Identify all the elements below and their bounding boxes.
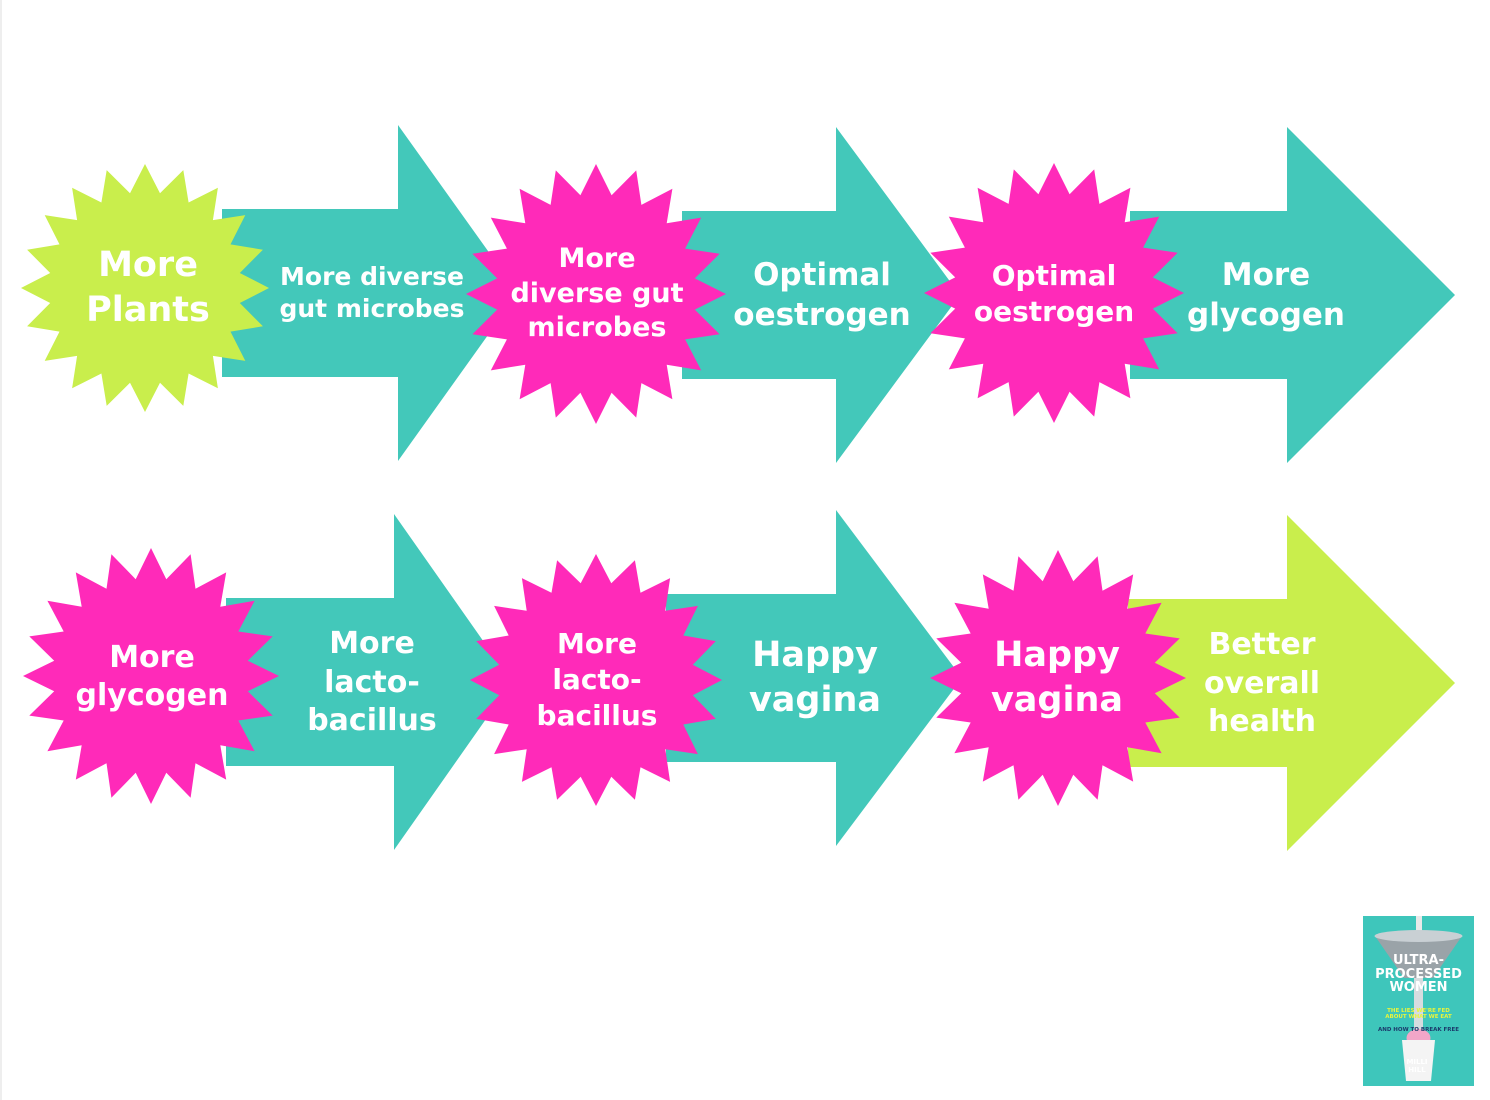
starburst-row2-1 [23,548,279,804]
book-author: MILLI HILL [1406,1058,1428,1074]
arrow-row1-3 [1130,127,1455,463]
starburst-row1-3 [924,163,1184,423]
starburst-label-row1-1: More Plants [86,245,210,330]
arrow-row2-1 [226,514,512,850]
funnel-and-cup-icon [1374,916,1463,1081]
starburst-row2-3 [930,550,1186,806]
book-subtitle: THE LIES WE'RE FED ABOUT WHAT WE EAT AND… [1367,1001,1470,1041]
arrow-row1-1 [222,125,518,461]
starburst-row2-2 [470,554,722,806]
book-title: ULTRA- PROCESSED WOMEN [1375,953,1462,996]
arrow-row1-2 [682,127,960,463]
arrow-row2-3 [1128,515,1455,851]
book-subtitle-line-1: THE LIES WE'RE FED ABOUT WHAT WE EAT [1385,1007,1452,1021]
starburst-label-row2-1: More glycogen [75,639,229,713]
arrow-label-row1-3: More glycogen [1187,257,1345,333]
book-cover: ULTRA- PROCESSED WOMEN THE LIES WE'RE FE… [1363,916,1474,1086]
starburst-label-row2-3: Happy vagina [990,635,1124,720]
arrow-row2-2 [666,510,962,846]
book-subtitle-line-2: AND HOW TO BREAK FREE [1377,1027,1460,1034]
arrow-label-row1-1: More diverse gut microbes [279,262,465,323]
starburst-label-row1-3: Optimal oestrogen [973,259,1135,328]
starburst-row1-2 [466,164,726,424]
page-edge [0,0,2,1100]
arrow-label-row2-2: Happy vagina [748,635,882,720]
arrow-label-row1-2: Optimal oestrogen [733,257,911,333]
starburst-label-row2-2: More lacto- bacillus [536,627,658,732]
starburst-row1-1 [21,164,269,412]
arrow-label-row2-1: More lacto- bacillus [307,626,437,739]
starburst-label-row1-2: More diverse gut microbes [510,243,684,344]
arrow-label-row2-3: Better overall health [1203,627,1321,740]
